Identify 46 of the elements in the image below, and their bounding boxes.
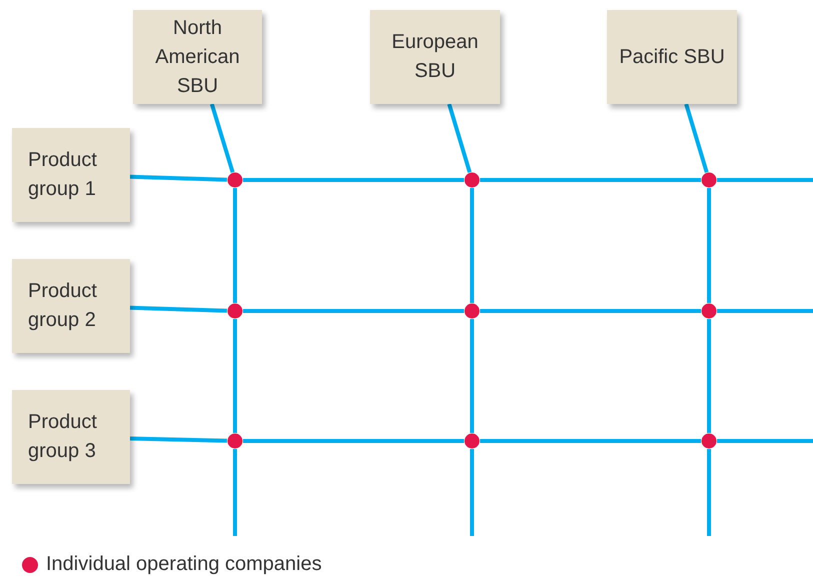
connector-line	[470, 449, 474, 536]
junction-dot	[227, 172, 243, 188]
unit-label: North American SBU	[154, 16, 241, 98]
junction-dot	[464, 172, 480, 188]
connector-line	[707, 319, 711, 433]
unit-box	[133, 10, 262, 104]
connector-line	[130, 436, 228, 443]
connector-line	[707, 449, 711, 536]
connector-line	[130, 174, 228, 182]
connector-line	[447, 103, 472, 173]
connector-line	[470, 319, 474, 433]
junction-dot	[464, 433, 480, 449]
connector-line	[130, 306, 228, 313]
connector-line	[233, 319, 237, 433]
unit-label: Product group 2	[28, 279, 98, 333]
connector-line	[470, 188, 474, 303]
junction-dot	[227, 303, 243, 319]
unit-box	[12, 128, 130, 222]
connector-line	[233, 188, 237, 303]
legend-label: Individual operating companies	[46, 553, 322, 576]
junction-dot	[227, 433, 243, 449]
connector-line	[480, 439, 701, 443]
connector-line	[717, 439, 813, 443]
junction-dot	[701, 172, 717, 188]
unit-label: Product group 3	[28, 410, 98, 464]
connector-line	[243, 309, 464, 313]
connector-line	[210, 103, 235, 173]
connector-line	[243, 178, 464, 182]
unit-box	[12, 259, 130, 353]
connector-line	[717, 309, 813, 313]
connector-line	[684, 103, 709, 173]
junction-dot	[701, 433, 717, 449]
connector-line	[233, 449, 237, 536]
junction-dot	[701, 303, 717, 319]
unit-box	[12, 390, 130, 484]
unit-box	[370, 10, 500, 104]
unit-label: Product group 1	[28, 148, 98, 202]
connector-line	[717, 178, 813, 182]
junction-dot	[464, 303, 480, 319]
connector-line	[480, 309, 701, 313]
unit-label: Pacific SBU	[619, 44, 725, 70]
unit-label: European SBU	[390, 30, 480, 84]
connector-line	[243, 439, 464, 443]
connector-line	[480, 178, 701, 182]
unit-box	[607, 10, 737, 104]
connector-line	[707, 188, 711, 303]
